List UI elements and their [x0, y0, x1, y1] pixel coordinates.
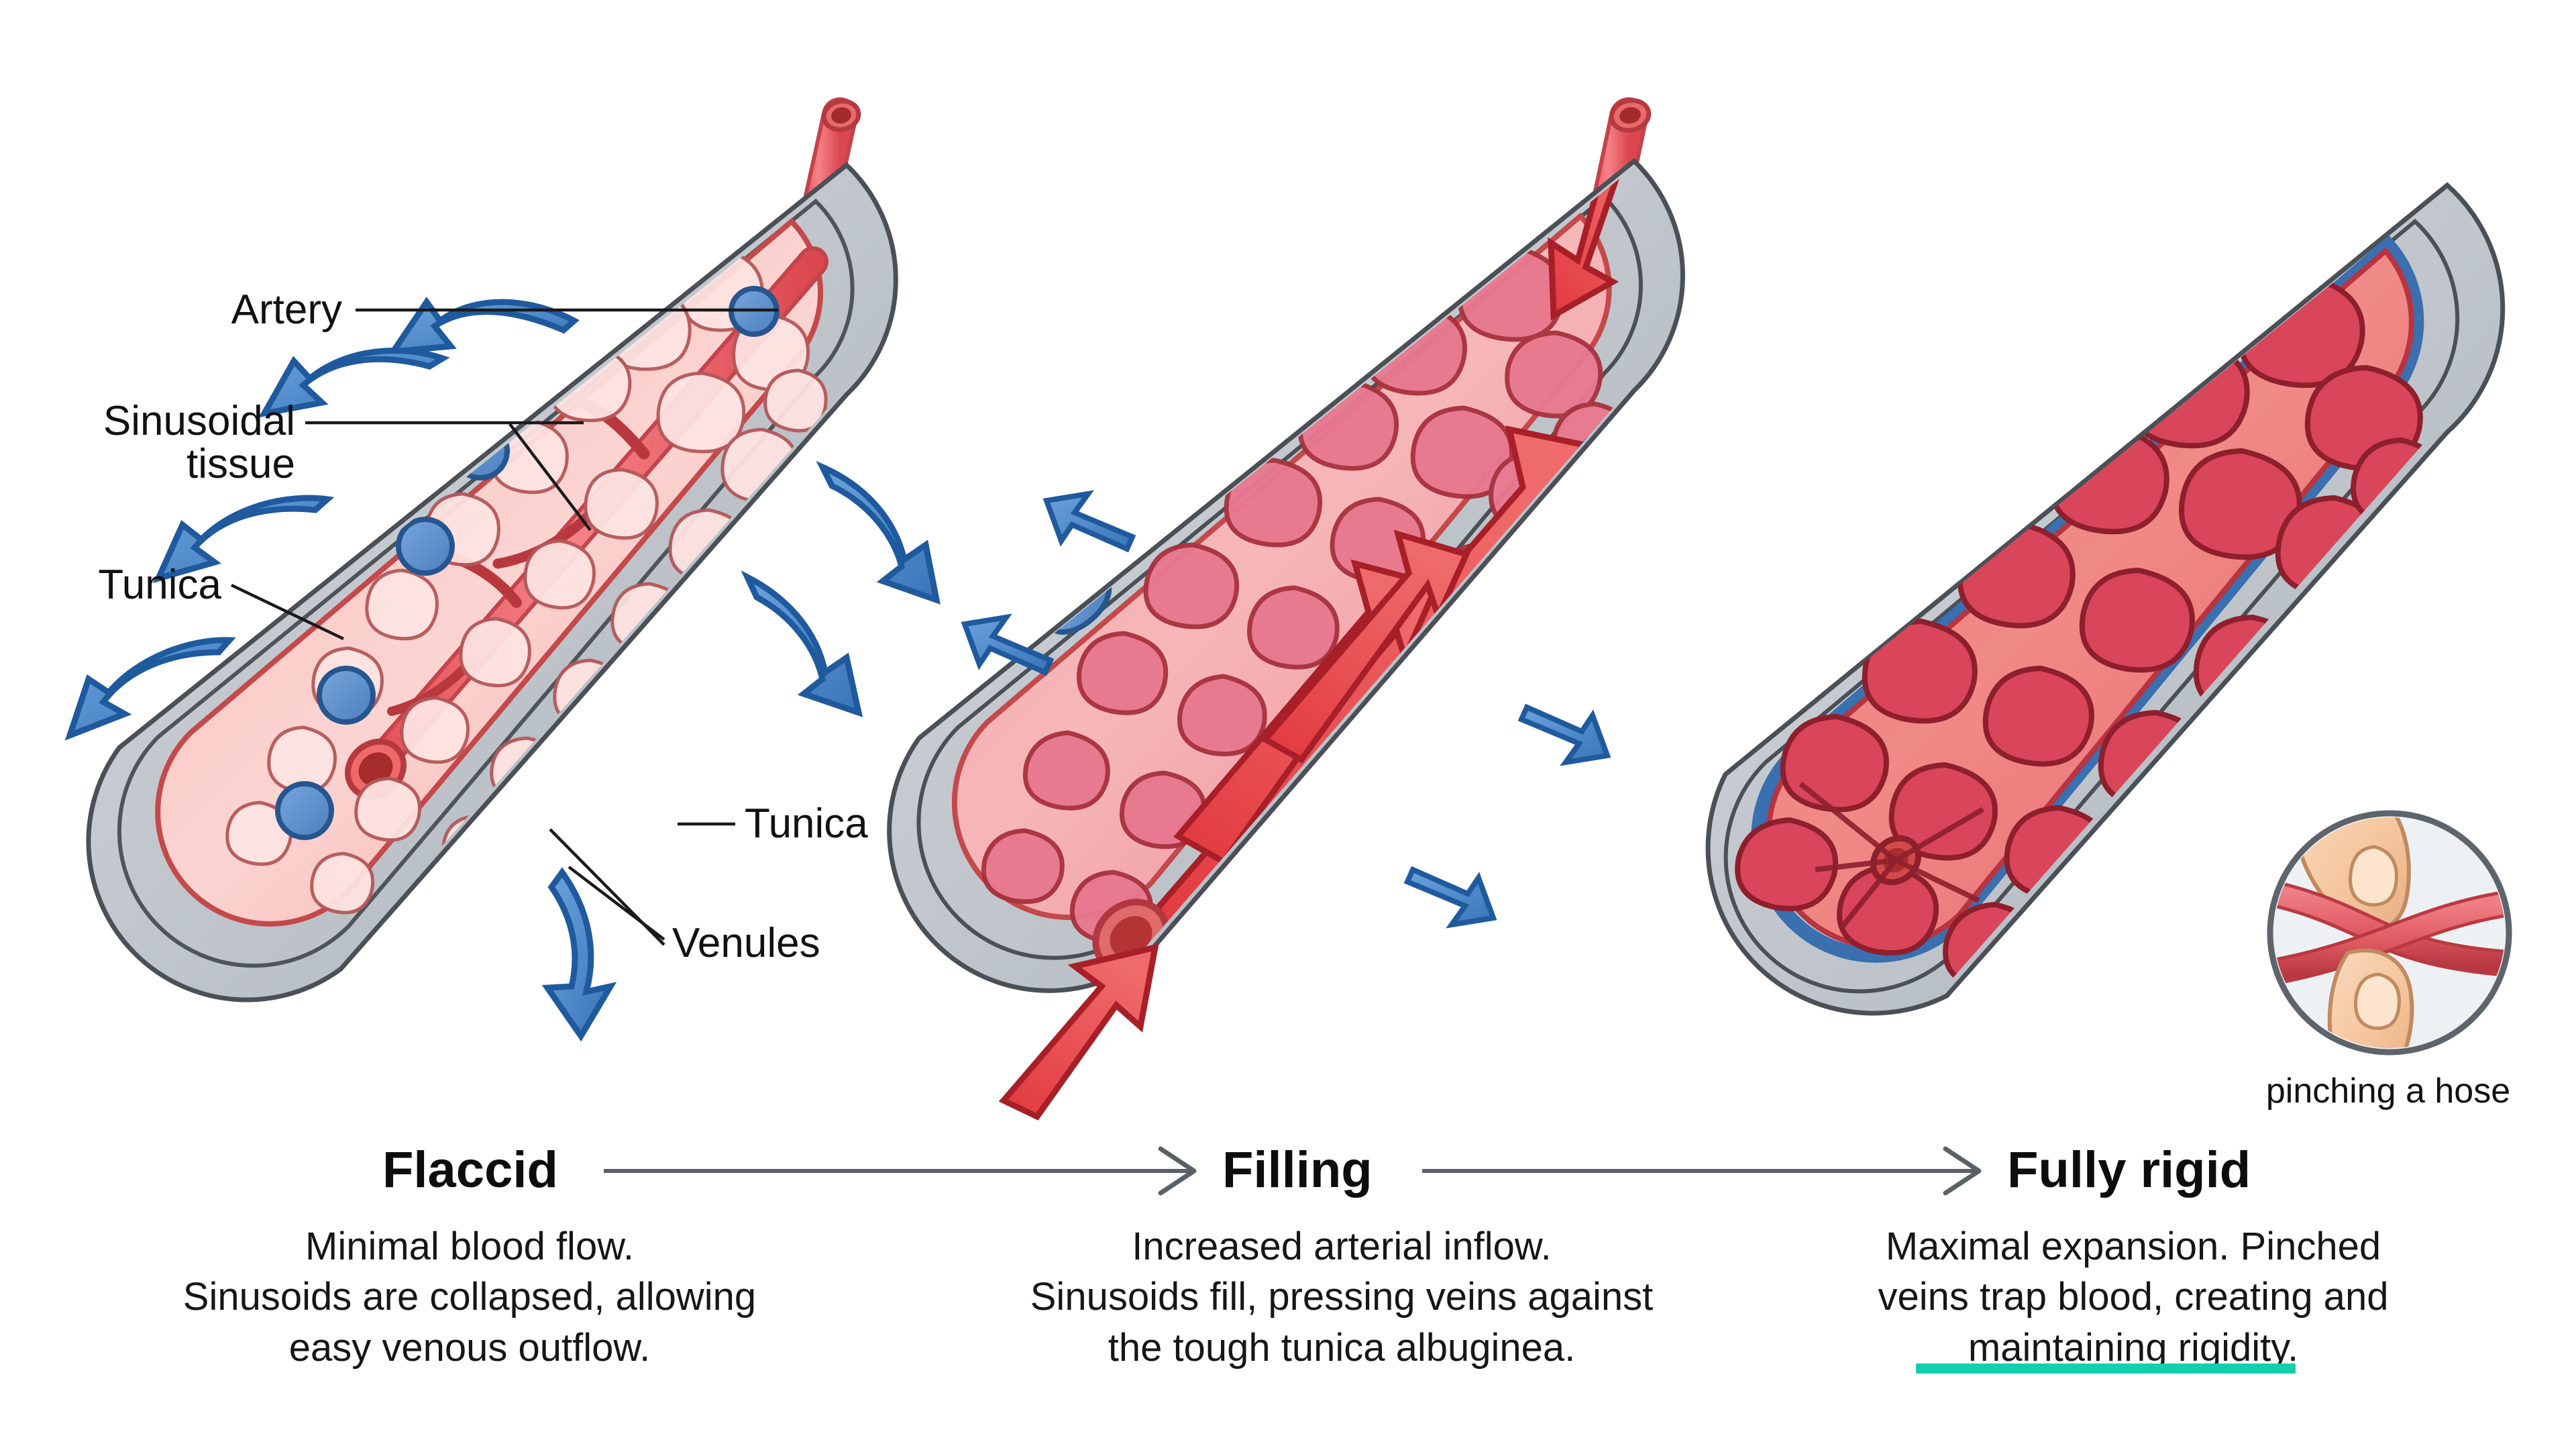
- stage-description-fully-rigid: Maximal expansion. Pinched veins trap bl…: [1878, 1225, 2389, 1370]
- artery-branching-flaccid: [344, 246, 828, 800]
- label-venules: Venules: [672, 920, 820, 966]
- artery-lumen-rigid: [1870, 835, 1922, 886]
- artery-tube-flaccid: [784, 97, 861, 307]
- label-sinusoidal-tissue: Sinusoidal tissue: [103, 398, 295, 488]
- label-artery: Artery: [231, 287, 342, 333]
- panel-filling-artwork: [887, 97, 1685, 1121]
- stage-title-flaccid: Flaccid: [382, 1141, 558, 1198]
- highlight-underline: [1916, 1364, 2296, 1374]
- sinusoid-cavities-filling: [981, 244, 1633, 972]
- venules-filling: [1045, 344, 1637, 768]
- label-leader-lines: [231, 308, 778, 946]
- tunica-outer-layer-rigid: [1705, 182, 2506, 1016]
- sinusoidal-tissue-filling: [951, 212, 1612, 921]
- stage-title-fully-rigid: Fully rigid: [2007, 1141, 2251, 1198]
- compressed-vein-rigid: [1751, 235, 2424, 963]
- sinusoidal-tissue-rigid: [1766, 247, 2414, 949]
- panel-fully-rigid-artwork: [1705, 182, 2512, 1056]
- stage-description-filling: Increased arterial inflow. Sinusoids fil…: [1030, 1225, 1654, 1370]
- venous-outflow-arrows-filling: [961, 490, 1611, 929]
- stage-title-filling: Filling: [1222, 1141, 1373, 1198]
- pinching-hose-inset-graphic: [2267, 810, 2512, 1056]
- label-tunica-right: Tunica: [745, 801, 868, 847]
- stage-description-flaccid: Minimal blood flow. Sinusoids are collap…: [182, 1225, 757, 1370]
- artery-lumen-filling: [1092, 898, 1170, 975]
- sinusoid-cavities-rigid: [1735, 272, 2447, 992]
- tunica-outer-layer-filling: [887, 158, 1685, 993]
- label-tunica-left: Tunica: [98, 562, 221, 608]
- artery-tube-filling: [1572, 97, 1652, 313]
- artery-inflow-external: [998, 943, 1159, 1121]
- inset-caption-pinching-a-hose: pinching a hose: [2265, 1072, 2511, 1111]
- arterial-inflow-arrows: [1139, 169, 1633, 946]
